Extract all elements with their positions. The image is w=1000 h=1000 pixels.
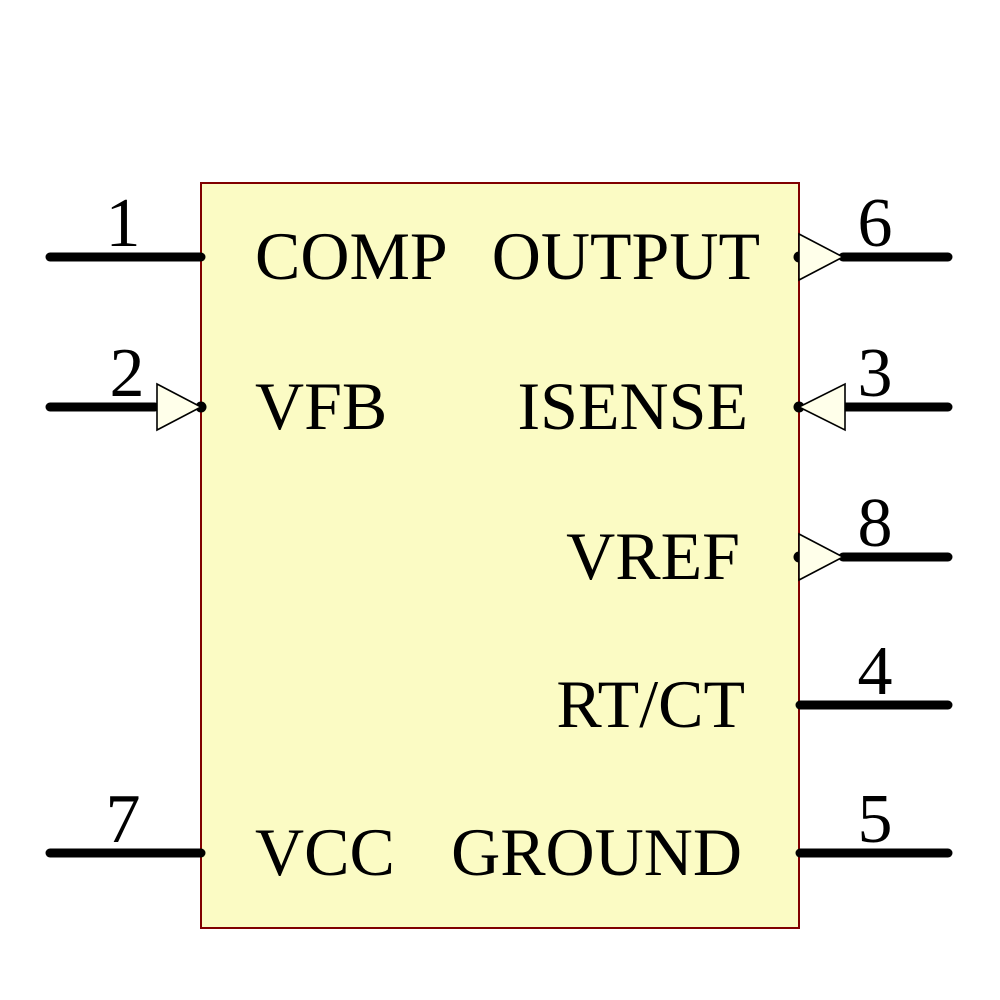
pin-5-ground: 5 GROUND xyxy=(451,781,953,890)
pin-3-input-arrow-icon xyxy=(799,384,845,430)
pin-6-output-arrow-outline xyxy=(798,232,845,282)
pin-4-label: RT/CT xyxy=(556,666,745,742)
pin-4-rtct: 4 RT/CT xyxy=(556,633,953,742)
pin-2-number: 2 xyxy=(110,335,145,412)
pin-1-label: COMP xyxy=(255,218,448,294)
pin-6-number: 6 xyxy=(858,185,893,262)
pin-2-label: VFB xyxy=(255,368,387,444)
pin-1-comp: 1 COMP xyxy=(45,185,448,294)
pin-4-number: 4 xyxy=(858,633,893,710)
pin-6-output-arrow-icon xyxy=(799,234,843,280)
pin-2-vfb: 2 VFB xyxy=(45,335,387,444)
pin-5-label: GROUND xyxy=(451,814,742,890)
pin-3-label: ISENSE xyxy=(518,368,748,444)
pin-6-output: 6 OUTPUT xyxy=(492,185,953,294)
pin-3-isense: 3 ISENSE xyxy=(518,335,953,444)
pin-8-output-arrow-icon xyxy=(799,534,843,580)
pin-6-label: OUTPUT xyxy=(492,218,760,294)
pin-7-vcc: 7 VCC xyxy=(45,781,395,890)
pin-5-number: 5 xyxy=(858,781,893,858)
pin-7-number: 7 xyxy=(106,781,141,858)
pin-8-label: VREF xyxy=(566,518,740,594)
ic-body xyxy=(201,183,799,928)
pin-8-number: 8 xyxy=(858,485,893,562)
pin-1-number: 1 xyxy=(106,185,141,262)
pin-2-input-arrow-outline xyxy=(156,382,203,432)
pin-8-vref: 8 VREF xyxy=(566,485,953,594)
pin-3-number: 3 xyxy=(858,335,893,412)
pin-2-input-arrow-icon xyxy=(157,384,201,430)
pin-7-label: VCC xyxy=(255,814,395,890)
pin-8-output-arrow-outline xyxy=(798,532,845,582)
pin-3-input-arrow-outline xyxy=(797,382,846,432)
